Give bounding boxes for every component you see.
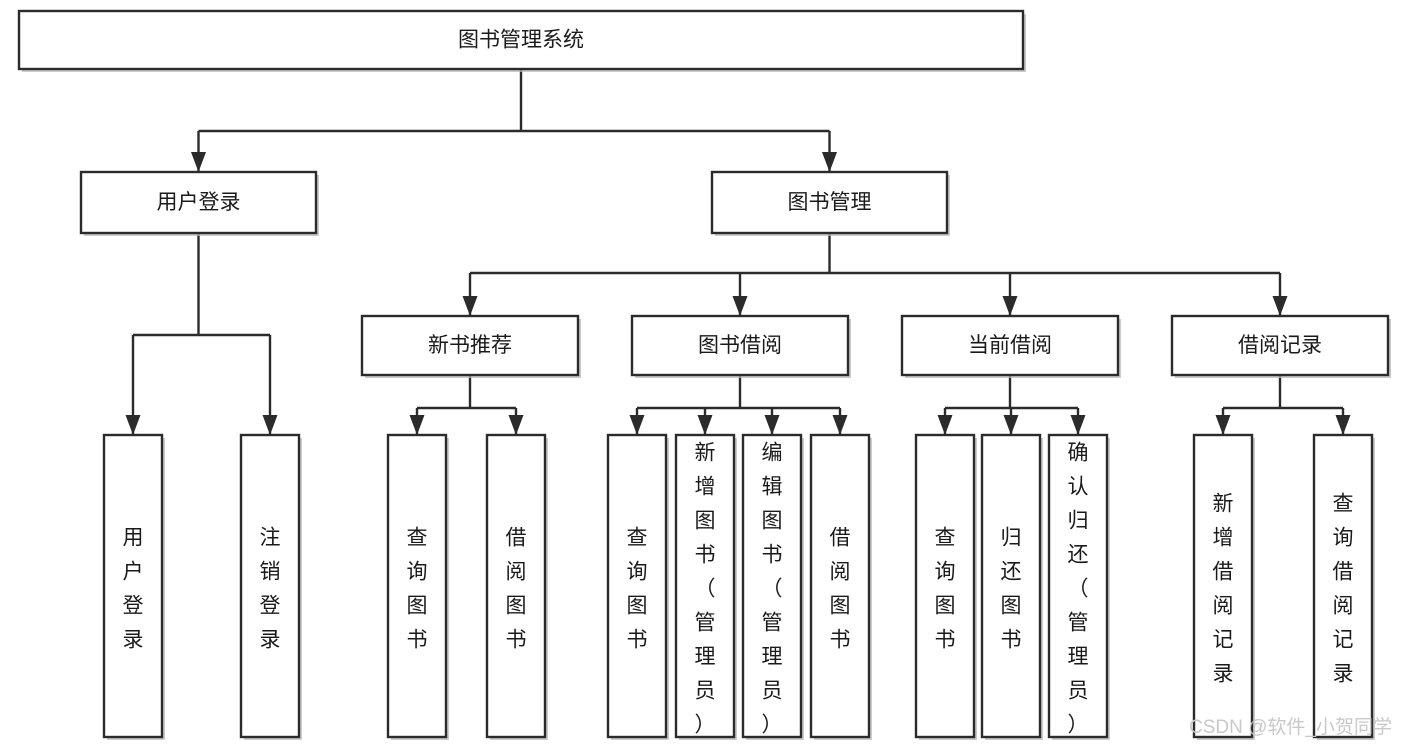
edge-arrowhead-leaf-query-borrow-record (1335, 415, 1351, 435)
node-leaf-add-borrow-record[interactable]: 新增借阅记录 (1192, 433, 1255, 740)
node-book-management[interactable]: 图书管理 (710, 170, 950, 236)
node-label-book-borrow: 图书借阅 (698, 334, 782, 357)
node-root[interactable]: 图书管理系统 (17, 9, 1026, 72)
node-leaf-query-book-2[interactable]: 查询图书 (606, 433, 669, 740)
edge-arrowhead-new-book-recommend (462, 296, 478, 316)
edge-arrowhead-book-borrow (732, 296, 748, 316)
node-label-leaf-edit-book: 编辑图书（管理员） (762, 442, 783, 737)
node-leaf-borrow-book-2[interactable]: 借阅图书 (809, 433, 872, 740)
node-book-borrow[interactable]: 图书借阅 (630, 314, 851, 378)
node-label-leaf-borrow-book-2: 借阅图书 (830, 527, 851, 652)
edge-arrowhead-leaf-query-book-3 (937, 415, 953, 435)
edge-arrowhead-leaf-user-login (125, 415, 141, 435)
node-label-leaf-user-login: 用户登录 (123, 527, 144, 652)
edge-arrowhead-leaf-query-book-1 (409, 415, 425, 435)
edge-arrowhead-leaf-query-book-2 (629, 415, 645, 435)
node-label-leaf-query-borrow-record: 查询借阅记录 (1333, 493, 1354, 686)
node-label-current-borrow: 当前借阅 (968, 334, 1052, 357)
node-label-leaf-confirm-return: 确认归还（管理员） (1068, 442, 1089, 737)
node-new-book-recommend[interactable]: 新书推荐 (360, 314, 581, 378)
edge-arrowhead-leaf-logout-login (262, 415, 278, 435)
node-leaf-confirm-return[interactable]: 确认归还（管理员） (1047, 433, 1110, 740)
edge-arrowhead-leaf-edit-book (764, 415, 780, 435)
node-leaf-edit-book[interactable]: 编辑图书（管理员） (741, 433, 804, 740)
node-leaf-user-login[interactable]: 用户登录 (102, 433, 165, 740)
node-label-leaf-add-borrow-record: 新增借阅记录 (1213, 493, 1234, 686)
node-leaf-logout-login[interactable]: 注销登录 (239, 433, 302, 740)
node-label-root: 图书管理系统 (458, 29, 584, 52)
node-label-leaf-query-book-3: 查询图书 (935, 527, 956, 652)
node-label-leaf-return-book: 归还图书 (1001, 527, 1022, 652)
node-leaf-add-book[interactable]: 新增图书（管理员） (674, 433, 737, 740)
node-borrow-record[interactable]: 借阅记录 (1170, 314, 1391, 378)
edge-arrowhead-leaf-return-book (1003, 415, 1019, 435)
node-leaf-return-book[interactable]: 归还图书 (980, 433, 1043, 740)
node-label-leaf-borrow-book-1: 借阅图书 (506, 527, 527, 652)
node-label-user-login: 用户登录 (157, 191, 241, 214)
edges-layer (125, 69, 1351, 435)
edge-arrowhead-leaf-confirm-return (1070, 415, 1086, 435)
csdn-watermark: CSDN @软件_小贺同学 (1189, 716, 1392, 738)
edge-arrowhead-leaf-borrow-book-1 (508, 415, 524, 435)
node-current-borrow[interactable]: 当前借阅 (900, 314, 1121, 378)
node-leaf-query-borrow-record[interactable]: 查询借阅记录 (1312, 433, 1375, 740)
edge-arrowhead-current-borrow (1002, 296, 1018, 316)
node-leaf-borrow-book-1[interactable]: 借阅图书 (485, 433, 548, 740)
node-label-leaf-query-book-2: 查询图书 (627, 527, 648, 652)
node-label-leaf-add-book: 新增图书（管理员） (695, 442, 716, 737)
node-label-book-management: 图书管理 (788, 191, 872, 214)
edge-arrowhead-user-login (191, 152, 206, 172)
node-label-leaf-query-book-1: 查询图书 (407, 527, 428, 652)
node-label-borrow-record: 借阅记录 (1238, 334, 1322, 357)
node-leaf-query-book-3[interactable]: 查询图书 (914, 433, 977, 740)
node-label-new-book-recommend: 新书推荐 (428, 334, 512, 357)
node-leaf-query-book-1[interactable]: 查询图书 (386, 433, 449, 740)
node-user-login[interactable]: 用户登录 (79, 170, 319, 236)
node-label-leaf-logout-login: 注销登录 (260, 527, 281, 652)
edge-arrowhead-borrow-record (1272, 296, 1288, 316)
edge-arrowhead-leaf-add-book (697, 415, 713, 435)
edge-arrowhead-book-management (822, 152, 837, 172)
edge-arrowhead-leaf-borrow-book-2 (832, 415, 848, 435)
nodes-layer: 图书管理系统用户登录图书管理新书推荐图书借阅当前借阅借阅记录用户登录注销登录查询… (17, 9, 1391, 740)
edge-arrowhead-leaf-add-borrow-record (1215, 415, 1231, 435)
